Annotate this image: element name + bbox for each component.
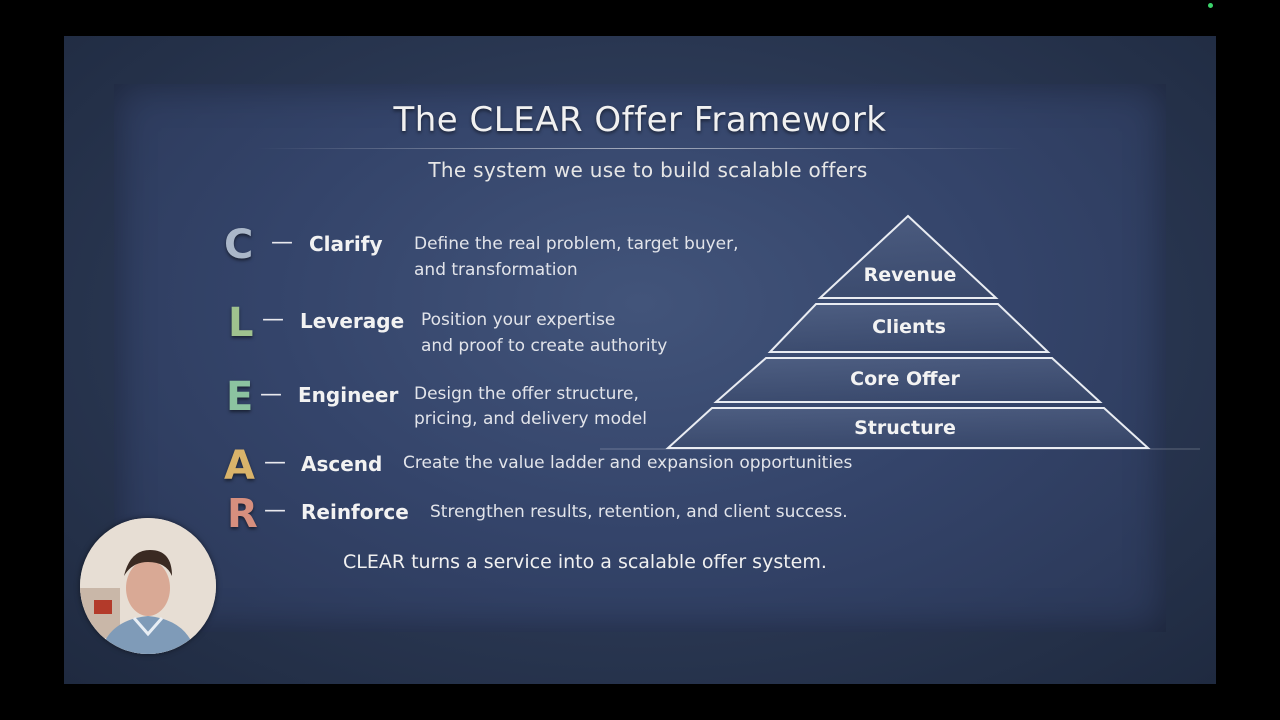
pyramid-tier-core-offer bbox=[713, 357, 1103, 403]
pyramid-tier-structure bbox=[665, 407, 1151, 449]
pyramid-label-revenue: Revenue bbox=[863, 264, 957, 286]
letter-r: R bbox=[227, 491, 258, 537]
dash: — bbox=[264, 498, 286, 523]
presenter-icon bbox=[80, 518, 216, 654]
dash: — bbox=[271, 230, 293, 255]
letter-a: A bbox=[224, 443, 255, 489]
slide-title: The CLEAR Offer Framework bbox=[393, 100, 887, 140]
item-word: Engineer bbox=[298, 383, 399, 407]
item-desc-line1: Define the real problem, target buyer, bbox=[414, 234, 739, 254]
item-word: Ascend bbox=[301, 452, 383, 476]
item-word: Leverage bbox=[300, 309, 405, 333]
pyramid-label-core-offer: Core Offer bbox=[850, 368, 960, 390]
item-desc-line2: pricing, and delivery model bbox=[414, 409, 647, 429]
item-desc-line2: and transformation bbox=[414, 260, 578, 280]
pyramid-tier-revenue bbox=[817, 214, 999, 299]
item-desc-line1: Create the value ladder and expansion op… bbox=[403, 453, 853, 473]
item-desc-line2: and proof to create authority bbox=[421, 336, 668, 356]
presenter-webcam bbox=[80, 518, 216, 654]
item-desc-line1: Design the offer structure, bbox=[414, 384, 639, 404]
pyramid-label-structure: Structure bbox=[854, 417, 956, 439]
item-word: Reinforce bbox=[301, 500, 409, 524]
pyramid-label-clients: Clients bbox=[872, 316, 946, 338]
dash: — bbox=[262, 307, 284, 332]
slide-subtitle: The system we use to build scalable offe… bbox=[428, 158, 868, 182]
letter-c: C bbox=[224, 222, 254, 268]
dash: — bbox=[264, 450, 286, 475]
item-desc-line1: Position your expertise bbox=[421, 310, 616, 330]
dash: — bbox=[260, 382, 282, 407]
slide-conclusion: CLEAR turns a service into a scalable of… bbox=[343, 551, 827, 573]
recording-indicator bbox=[1208, 3, 1213, 8]
item-desc-line1: Strengthen results, retention, and clien… bbox=[430, 502, 848, 522]
pyramid-tier-clients bbox=[767, 303, 1051, 353]
item-word: Clarify bbox=[309, 232, 383, 256]
title-divider bbox=[256, 148, 1024, 149]
letter-l: L bbox=[228, 300, 254, 346]
letter-e: E bbox=[226, 374, 254, 420]
